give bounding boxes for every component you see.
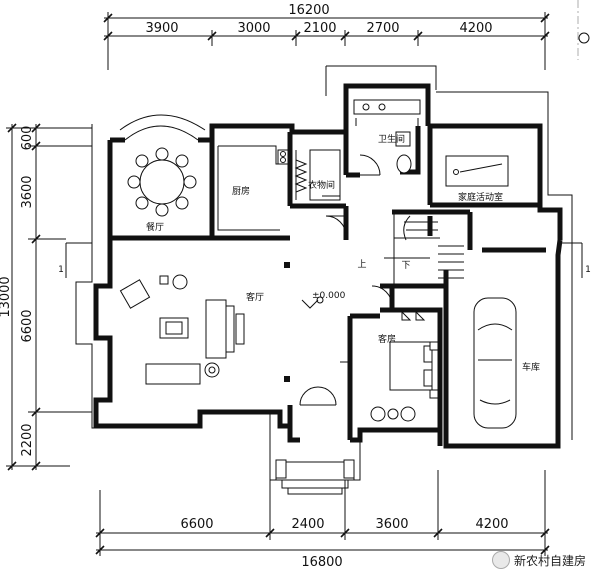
watermark-text: 新农村自建房 xyxy=(513,553,586,568)
top-dim-4: 2700 xyxy=(366,21,399,36)
bottom-dim-3: 3600 xyxy=(375,517,408,532)
staircase: 上 下 xyxy=(357,212,464,286)
top-dim-1: 3900 xyxy=(145,21,178,36)
label-family-room: 家庭活动室 xyxy=(458,191,503,203)
top-dim-3: 2100 xyxy=(303,21,336,36)
exterior-walls xyxy=(75,65,573,449)
label-garage: 车库 xyxy=(522,361,540,373)
label-bathroom: 卫生间 xyxy=(378,133,405,145)
label-guest-room: 客房 xyxy=(378,333,396,345)
entry-porch xyxy=(269,412,361,495)
wechat-icon xyxy=(491,551,510,569)
top-total-dimension: 16200 xyxy=(288,3,329,18)
stair-up-label: 上 xyxy=(357,259,366,270)
kitchen-counter xyxy=(217,145,290,231)
bathroom-fixtures xyxy=(353,99,421,174)
label-cloakroom: 衣物间 xyxy=(308,179,335,191)
top-dimension-chain: 16200 3900 3000 2100 2700 4200 xyxy=(103,3,550,70)
left-dim-4: 2200 xyxy=(20,423,35,456)
doors xyxy=(299,154,393,406)
top-dim-2: 3000 xyxy=(237,21,270,36)
bottom-dim-2: 2400 xyxy=(291,517,324,532)
label-dining: 餐厅 xyxy=(146,221,164,233)
label-kitchen: 厨房 xyxy=(232,185,250,197)
car xyxy=(473,297,517,429)
left-dim-2: 3600 xyxy=(20,175,35,208)
section-mark-left: 1 xyxy=(58,265,64,275)
room-labels: 卫生间 厨房 衣物间 家庭活动室 餐厅 客厅 客房 车库 ±0.000 xyxy=(146,133,540,373)
stair-down-label: 下 xyxy=(401,261,410,271)
cloakroom-shelves xyxy=(294,149,341,201)
axis-bubble xyxy=(578,32,590,44)
watermark: 新农村自建房 xyxy=(491,551,586,569)
left-total-dimension: 13000 xyxy=(0,276,13,317)
living-room-furniture xyxy=(119,274,245,385)
bottom-total-dimension: 16800 xyxy=(301,555,342,570)
interior-walls xyxy=(110,126,546,430)
bottom-dimension-chain: 6600 2400 3600 4200 16800 xyxy=(95,470,550,570)
left-dim-3: 6600 xyxy=(20,309,35,342)
elevation-mark: ±0.000 xyxy=(312,291,346,301)
columns xyxy=(284,262,324,382)
dining-table xyxy=(127,147,197,217)
section-mark-right: 1 xyxy=(585,265,591,275)
guest-bed xyxy=(370,310,439,422)
family-room-table xyxy=(445,155,509,187)
top-dim-5: 4200 xyxy=(459,21,492,36)
section-marks: 1 1 xyxy=(58,242,591,278)
bottom-dim-4: 4200 xyxy=(475,517,508,532)
left-dim-1: 600 xyxy=(20,126,35,151)
bottom-dim-1: 6600 xyxy=(180,517,213,532)
left-dimension-chain: 13000 600 3600 6600 2200 xyxy=(0,123,92,471)
label-living: 客厅 xyxy=(246,291,264,303)
